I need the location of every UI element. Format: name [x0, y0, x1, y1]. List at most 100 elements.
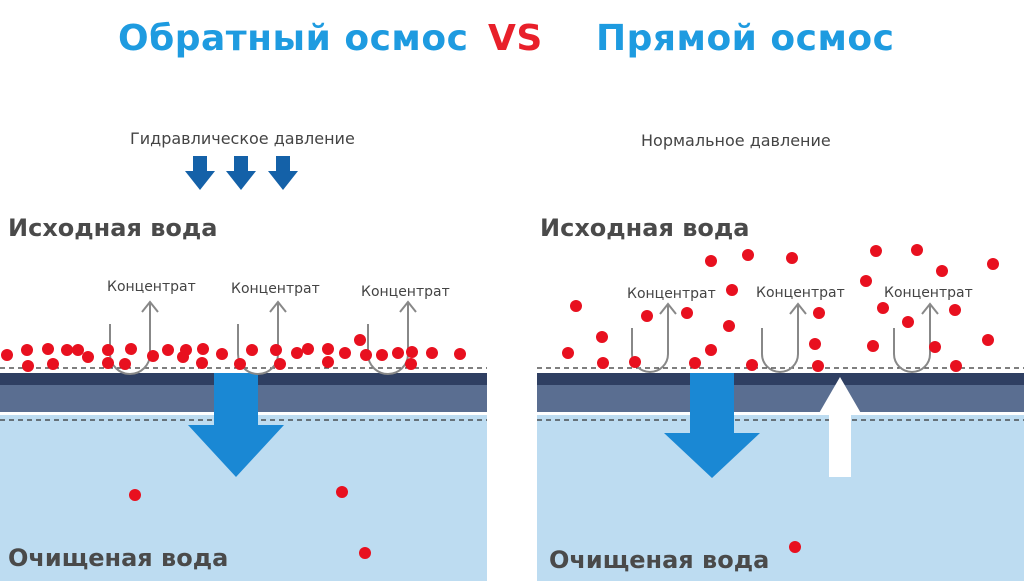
- particle: [1, 349, 13, 361]
- particle: [119, 358, 131, 370]
- concentrate-label: Концентрат: [107, 279, 196, 295]
- particle: [877, 302, 889, 314]
- left-concentrate-arrows: [109, 300, 417, 375]
- pressure-arrows: [185, 156, 298, 190]
- particle: [197, 343, 209, 355]
- hydraulic-pressure-label: Гидравлическое давление: [130, 129, 355, 148]
- particle: [987, 258, 999, 270]
- u-turn-arrow-icon: [367, 302, 409, 375]
- particle: [570, 300, 582, 312]
- particle: [742, 249, 754, 261]
- arrow-head: [141, 300, 159, 313]
- left-source-water-label: Исходная вода: [8, 214, 218, 242]
- particle: [950, 360, 962, 372]
- particle: [147, 350, 159, 362]
- arrow-down-icon: [188, 373, 284, 477]
- particle: [180, 344, 192, 356]
- particle: [746, 359, 758, 371]
- particle: [270, 344, 282, 356]
- particle: [102, 357, 114, 369]
- particle: [354, 334, 366, 346]
- particle: [291, 347, 303, 359]
- particle: [360, 349, 372, 361]
- arrow-down-icon: [226, 156, 256, 190]
- right-membrane-top: [537, 373, 1024, 385]
- particle: [102, 344, 114, 356]
- arrow-up-icon: [818, 377, 862, 477]
- particle: [789, 541, 801, 553]
- left-particles: [1, 334, 466, 559]
- u-turn-arrow-icon: [893, 304, 931, 373]
- particle: [949, 304, 961, 316]
- left-title: Обратный осмос: [118, 18, 469, 59]
- particle: [562, 347, 574, 359]
- particle: [786, 252, 798, 264]
- particle: [812, 360, 824, 372]
- particle: [726, 284, 738, 296]
- particle: [405, 358, 417, 370]
- particle: [454, 348, 466, 360]
- particle: [196, 357, 208, 369]
- particle: [929, 341, 941, 353]
- concentrate-label: Концентрат: [627, 286, 716, 302]
- particle: [336, 486, 348, 498]
- particle: [21, 344, 33, 356]
- arrow-head: [921, 302, 939, 315]
- particle: [936, 265, 948, 277]
- particle: [681, 307, 693, 319]
- particle: [392, 347, 404, 359]
- particle: [406, 346, 418, 358]
- arrow-down-icon: [664, 373, 760, 478]
- particle: [129, 489, 141, 501]
- particle: [870, 245, 882, 257]
- particle: [867, 340, 879, 352]
- arrow-head: [789, 302, 807, 315]
- particle: [246, 344, 258, 356]
- particle: [322, 343, 334, 355]
- particle: [82, 351, 94, 363]
- particle: [339, 347, 351, 359]
- particle: [596, 331, 608, 343]
- arrow-down-icon: [268, 156, 298, 190]
- particle: [216, 348, 228, 360]
- u-turn-arrow-icon: [761, 304, 799, 373]
- concentrate-label: Концентрат: [361, 284, 450, 300]
- particle: [902, 316, 914, 328]
- particle: [982, 334, 994, 346]
- particle: [162, 344, 174, 356]
- particle: [809, 338, 821, 350]
- right-concentrate-arrows: [631, 302, 939, 373]
- right-panel: Концентрат Концентрат Концентрат: [537, 244, 1024, 581]
- particle: [302, 343, 314, 355]
- left-purified-water-label: Очищеная вода: [8, 544, 229, 572]
- particle: [47, 358, 59, 370]
- particle: [125, 343, 137, 355]
- particle: [274, 358, 286, 370]
- particle: [860, 275, 872, 287]
- concentrate-label: Концентрат: [756, 285, 845, 301]
- particle: [359, 547, 371, 559]
- right-title: Прямой осмос: [596, 18, 895, 59]
- concentrate-label: Концентрат: [231, 281, 320, 297]
- particle: [234, 358, 246, 370]
- particle: [322, 356, 334, 368]
- arrow-head: [399, 300, 417, 313]
- particle: [597, 357, 609, 369]
- particle: [42, 343, 54, 355]
- particle: [641, 310, 653, 322]
- right-source-water-label: Исходная вода: [540, 214, 750, 242]
- particle: [629, 356, 641, 368]
- arrow-head: [269, 300, 287, 313]
- particle: [911, 244, 923, 256]
- particle: [61, 344, 73, 356]
- particle: [376, 349, 388, 361]
- normal-pressure-label: Нормальное давление: [641, 131, 831, 150]
- particle: [813, 307, 825, 319]
- particle: [705, 344, 717, 356]
- arrow-down-icon: [185, 156, 215, 190]
- particle: [72, 344, 84, 356]
- particle: [689, 357, 701, 369]
- left-panel: Концентрат Концентрат Концентрат: [0, 156, 487, 581]
